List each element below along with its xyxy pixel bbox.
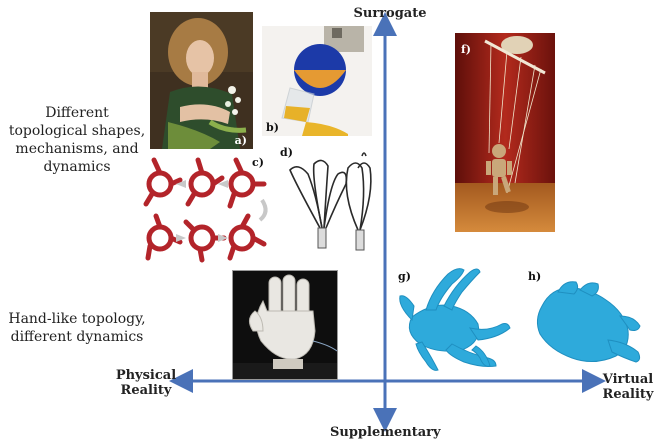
side-label-lower-line: Hand-like topology, <box>4 310 150 328</box>
side-label-lower-line: different dynamics <box>4 328 150 346</box>
axis-label-reality-left: Reality <box>108 383 184 398</box>
panel-a-photo: a) <box>150 12 253 149</box>
panel-label-h: h) <box>528 270 541 283</box>
side-label-upper-line: mechanisms, and <box>4 140 150 158</box>
panel-g-virtual-hand <box>392 262 522 372</box>
panel-h-virtual-hand <box>528 276 648 370</box>
axis-label-virtual-reality: Virtual Reality <box>596 372 660 402</box>
side-label-upper-line: dynamics <box>4 158 150 176</box>
panel-label-f: f) <box>461 43 471 56</box>
panel-e-soft-hand: e) <box>232 270 338 380</box>
panel-c-mechanism: c) <box>138 154 274 266</box>
side-label-different-topology: Different topological shapes, mechanisms… <box>4 104 150 176</box>
axis-label-virtual: Virtual <box>596 372 660 387</box>
axis-label-reality-right: Reality <box>596 387 660 402</box>
panel-label-d: d) <box>280 146 293 159</box>
panel-d-wire-hand: d) <box>276 144 380 254</box>
axis-label-physical: Physical <box>108 368 184 383</box>
side-label-upper-line: Different <box>4 104 150 122</box>
panel-b-photo: b) <box>262 26 372 136</box>
panel-f-marionette: f) <box>455 33 555 232</box>
panel-label-g: g) <box>398 270 411 283</box>
side-label-hand-like: Hand-like topology, different dynamics <box>4 310 150 346</box>
panel-label-a: a) <box>235 134 247 147</box>
panel-label-b: b) <box>266 121 279 134</box>
side-label-upper-line: topological shapes, <box>4 122 150 140</box>
panel-label-c: c) <box>252 156 264 169</box>
axis-label-supplementary: Supplementary <box>330 425 440 440</box>
axis-label-physical-reality: Physical Reality <box>108 368 184 398</box>
axis-label-surrogate: Surrogate <box>345 6 435 21</box>
